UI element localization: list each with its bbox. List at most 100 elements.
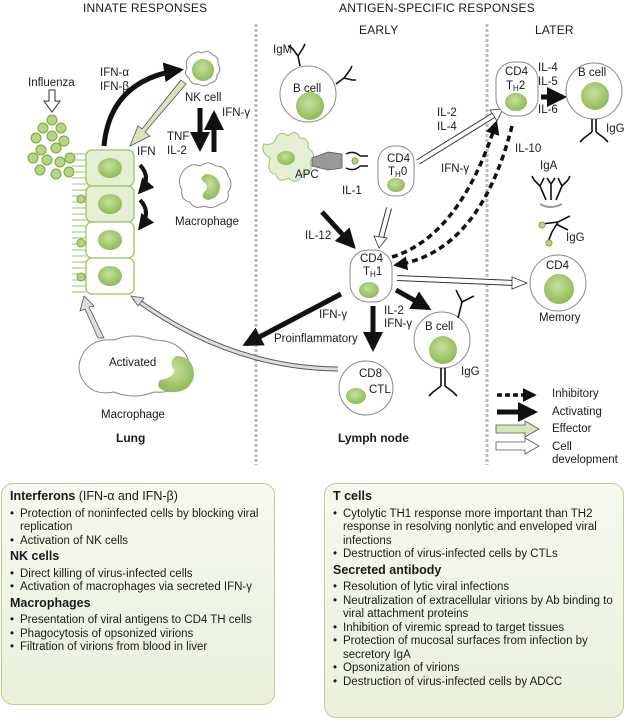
section-macrophages: Macrophages Presentation of viral antige… bbox=[10, 595, 266, 655]
label-memory: Memory bbox=[539, 312, 581, 324]
label-cd4-th1: CD4 bbox=[360, 253, 384, 265]
label-tnf: TNF bbox=[167, 131, 190, 143]
label-proinflammatory: Proinflammatory bbox=[274, 333, 358, 345]
label-b-cell-early: B cell bbox=[293, 83, 322, 95]
macrophage-resting bbox=[178, 162, 232, 209]
list-item: Protection of mucosal surfaces from infe… bbox=[333, 635, 615, 662]
list-item: Destruction of virus-infected cells by A… bbox=[333, 676, 615, 690]
label-macrophage: Macrophage bbox=[175, 216, 239, 228]
header-early: EARLY bbox=[359, 23, 399, 37]
nk-effector-arrow bbox=[129, 79, 187, 147]
cd4-th0-cell bbox=[377, 145, 415, 197]
ifn-alpha-beta-arrow bbox=[101, 62, 184, 147]
legend-label-inhibitory: Inhibitory bbox=[552, 388, 599, 400]
legend-symbols bbox=[495, 388, 540, 455]
label-ifn-alpha: IFN-α bbox=[100, 67, 130, 79]
label-igg-later: IgG bbox=[606, 123, 625, 135]
list-item: Resolution of lytic viral infections bbox=[333, 581, 615, 595]
label-il1: IL-1 bbox=[342, 185, 362, 197]
label-il4-th0: IL-4 bbox=[437, 121, 457, 133]
header-antigen-specific: ANTIGEN-SPECIFIC RESPONSES bbox=[339, 1, 535, 15]
label-il4-th2: IL-4 bbox=[538, 62, 558, 74]
label-ifn-gamma-th2: IFN-γ bbox=[441, 163, 470, 175]
label-macrophage-activated: Macrophage bbox=[101, 409, 165, 421]
th1-inhibits-th2-arrow bbox=[391, 120, 500, 259]
iga-antibody bbox=[531, 175, 571, 201]
label-il12: IL-12 bbox=[305, 230, 332, 242]
label-ifn: IFN bbox=[137, 146, 156, 158]
igm-antibody bbox=[287, 43, 356, 85]
label-il2-nk: IL-2 bbox=[167, 145, 187, 157]
label-ctl: CTL bbox=[369, 384, 391, 396]
list-item: Filtration of virions from blood in live… bbox=[10, 641, 266, 655]
label-ifn-gamma-bcell: IFN-γ bbox=[384, 318, 413, 330]
il12-arrow bbox=[320, 210, 356, 249]
th1-to-bcell-arrow bbox=[394, 287, 432, 311]
mhc-tcr-complex bbox=[311, 151, 343, 171]
label-activated: Activated bbox=[109, 357, 157, 369]
igg-antibody-later bbox=[579, 119, 609, 143]
immune-response-diagram bbox=[27, 24, 623, 465]
section-title: T cells bbox=[333, 489, 372, 503]
list-item: Opsonization of virions bbox=[333, 662, 615, 676]
label-il6-th2: IL-6 bbox=[538, 104, 558, 116]
label-ifn-beta: IFN-β bbox=[100, 81, 129, 93]
label-apc: APC bbox=[295, 169, 319, 181]
label-ifn-gamma-th1: IFN-γ bbox=[319, 309, 348, 321]
list-item: Neutralization of extracellular virions … bbox=[333, 595, 615, 622]
label-iga: IgA bbox=[540, 160, 558, 172]
label-cd4-th2: CD4 bbox=[505, 66, 529, 78]
list-item: Inhibition of viremic spread to target t… bbox=[333, 622, 615, 636]
epithelial-cells bbox=[72, 149, 135, 295]
adaptive-summary-box: T cells Cytolytic TH1 response more impo… bbox=[324, 483, 624, 718]
proinflammatory-arrow bbox=[242, 291, 343, 347]
macrophage-effector-arrow bbox=[79, 295, 105, 339]
influenza-arrow bbox=[43, 89, 61, 113]
label-il2-th0: IL-2 bbox=[437, 107, 457, 119]
legend-label-development: Cell development bbox=[552, 441, 618, 466]
igg-opsonized bbox=[541, 215, 571, 243]
list-item: Phagocytosis of opsonized virions bbox=[10, 628, 266, 642]
legend-label-activating: Activating bbox=[552, 406, 602, 418]
list-item: Presentation of viral antigens to CD4 TH… bbox=[10, 614, 266, 628]
section-t-cells: T cells Cytolytic TH1 response more impo… bbox=[333, 489, 615, 562]
label-cd4-memory: CD4 bbox=[546, 260, 570, 272]
header-innate: INNATE RESPONSES bbox=[83, 1, 208, 15]
legend-effector-arrow bbox=[495, 420, 540, 438]
header-later: LATER bbox=[535, 23, 574, 37]
list-item: Cytolytic TH1 response more important th… bbox=[333, 508, 615, 549]
label-lymph-node: Lymph node bbox=[338, 431, 409, 445]
label-ifn-gamma-nk: IFN-γ bbox=[222, 107, 251, 119]
section-secreted-antibody: Secreted antibody Resolution of lytic vi… bbox=[333, 562, 615, 690]
label-igg-th1: IgG bbox=[461, 366, 480, 378]
th2-inhibits-th1-arrow bbox=[393, 125, 514, 271]
list-item: Protection of noninfected cells by block… bbox=[10, 508, 266, 535]
label-b-cell-later: B cell bbox=[578, 67, 607, 79]
label-igg-opsonized: IgG bbox=[566, 232, 585, 244]
label-il2-th1: IL-2 bbox=[384, 305, 404, 317]
section-title: Macrophages bbox=[10, 595, 91, 610]
label-cd8: CD8 bbox=[359, 368, 383, 380]
influenza-virions bbox=[27, 114, 76, 180]
section-nk-cells: NK cells Direct killing of virus-infecte… bbox=[10, 549, 266, 595]
label-igm: IgM bbox=[273, 44, 293, 56]
section-title: Interferons bbox=[10, 489, 76, 503]
label-b-cell-th1: B cell bbox=[425, 321, 454, 333]
label-th2: TH2 bbox=[506, 80, 526, 93]
list-item: Direct killing of virus-infected cells bbox=[10, 568, 266, 582]
label-il10: IL-10 bbox=[515, 143, 542, 155]
innate-summary-box: Interferons (IFN-α and IFN-β) Protection… bbox=[1, 483, 275, 705]
igg-antibody-th1 bbox=[428, 289, 475, 397]
label-cd4-th0: CD4 bbox=[387, 153, 411, 165]
legend-development-arrow bbox=[495, 437, 540, 455]
ifn-arrow-2 bbox=[138, 198, 155, 231]
label-nk-cell: NK cell bbox=[185, 92, 222, 104]
label-th0: TH0 bbox=[388, 166, 408, 179]
label-lung: Lung bbox=[116, 431, 146, 445]
label-il5-th2: IL-5 bbox=[538, 76, 558, 88]
list-item: Destruction of virus-infected cells by C… bbox=[333, 548, 615, 562]
section-title: Secreted antibody bbox=[333, 562, 442, 577]
list-item: Activation of macrophages via secreted I… bbox=[10, 581, 266, 595]
ifn-arrow-1 bbox=[137, 163, 155, 195]
label-th1: TH1 bbox=[363, 266, 383, 279]
